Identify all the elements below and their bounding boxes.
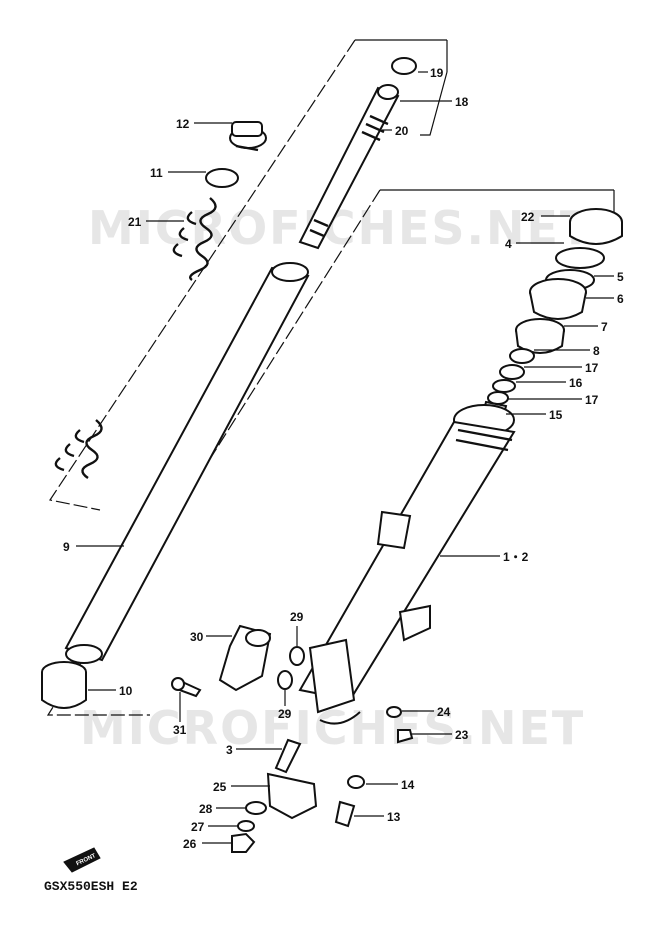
callout-13: 13: [387, 810, 401, 824]
group-bracket-inner-parts: [49, 39, 448, 511]
callout-15: 15: [549, 408, 563, 422]
callout-23: 23: [455, 728, 469, 742]
callout-10: 10: [119, 684, 133, 698]
part-9-inner-tube: [64, 262, 310, 664]
part-17-ring-upper: [499, 364, 525, 380]
part-10-bushing: [41, 661, 87, 709]
callout-7: 7: [601, 320, 608, 334]
part-19-ring: [391, 57, 417, 75]
callout-25: 25: [213, 780, 227, 794]
callout-4: 4: [505, 237, 512, 251]
callout-12: 12: [176, 117, 190, 131]
part-30-caliper-mount: [218, 624, 272, 692]
part-6-race: [529, 278, 587, 320]
callout-labels: 19 18 20 12 11 21 22 4 5 6 7 8 17 16 17 …: [63, 66, 624, 851]
part-8-seal: [509, 348, 535, 364]
front-direction-arrow-icon: FRONT: [63, 847, 101, 873]
callout-29-lower: 29: [278, 707, 292, 721]
part-21-spring: [54, 197, 217, 479]
part-4-washer: [555, 247, 605, 269]
model-code: GSX550ESH E2: [44, 879, 138, 894]
callout-28: 28: [199, 802, 213, 816]
part-27-lockwasher: [237, 820, 255, 832]
callout-20: 20: [395, 124, 409, 138]
part-29-seal-upper: [289, 646, 305, 666]
callout-17-upper: 17: [585, 361, 599, 375]
callout-31: 31: [173, 723, 187, 737]
callout-26: 26: [183, 837, 197, 851]
part-13-drain-bolt: [334, 800, 356, 828]
part-22-nut: [569, 208, 623, 245]
callout-3: 3: [226, 743, 233, 757]
callout-27: 27: [191, 820, 205, 834]
part-11-o-ring: [205, 168, 239, 188]
callout-8: 8: [593, 344, 600, 358]
callout-21: 21: [128, 215, 142, 229]
callout-9: 9: [63, 540, 70, 554]
callout-17-lower: 17: [585, 393, 599, 407]
part-12-cap-bolt: [229, 121, 267, 152]
part-23-screw: [397, 729, 414, 744]
callout-14: 14: [401, 778, 415, 792]
part-18-damper-rod: [298, 84, 400, 250]
part-29-seal-lower: [277, 670, 293, 690]
callout-29-upper: 29: [290, 610, 304, 624]
callout-5: 5: [617, 270, 624, 284]
part-16-ring: [492, 379, 516, 393]
part-1-2-outer-tube: [298, 404, 516, 725]
watermark-bottom: MICROFICHES.NET: [80, 701, 585, 755]
part-25-axle-holder: [266, 772, 318, 820]
callout-11: 11: [150, 166, 163, 180]
callout-6: 6: [617, 292, 624, 306]
callout-22: 22: [521, 210, 535, 224]
watermark-top: MICROFICHES.NET: [88, 201, 593, 255]
callout-19: 19: [430, 66, 444, 80]
part-14-washer: [347, 775, 365, 789]
callout-18: 18: [455, 95, 469, 109]
part-7-bearing: [515, 318, 565, 354]
part-28-washer: [245, 801, 267, 815]
callout-1-2: 1・2: [503, 550, 529, 564]
part-31-bolt: [171, 677, 202, 698]
callout-16: 16: [569, 376, 583, 390]
part-3-stud: [274, 738, 302, 774]
callout-30: 30: [190, 630, 204, 644]
part-26-nut: [231, 832, 256, 853]
callout-24: 24: [437, 705, 451, 719]
part-24-washer: [386, 706, 402, 718]
leader-lines: [76, 71, 614, 844]
